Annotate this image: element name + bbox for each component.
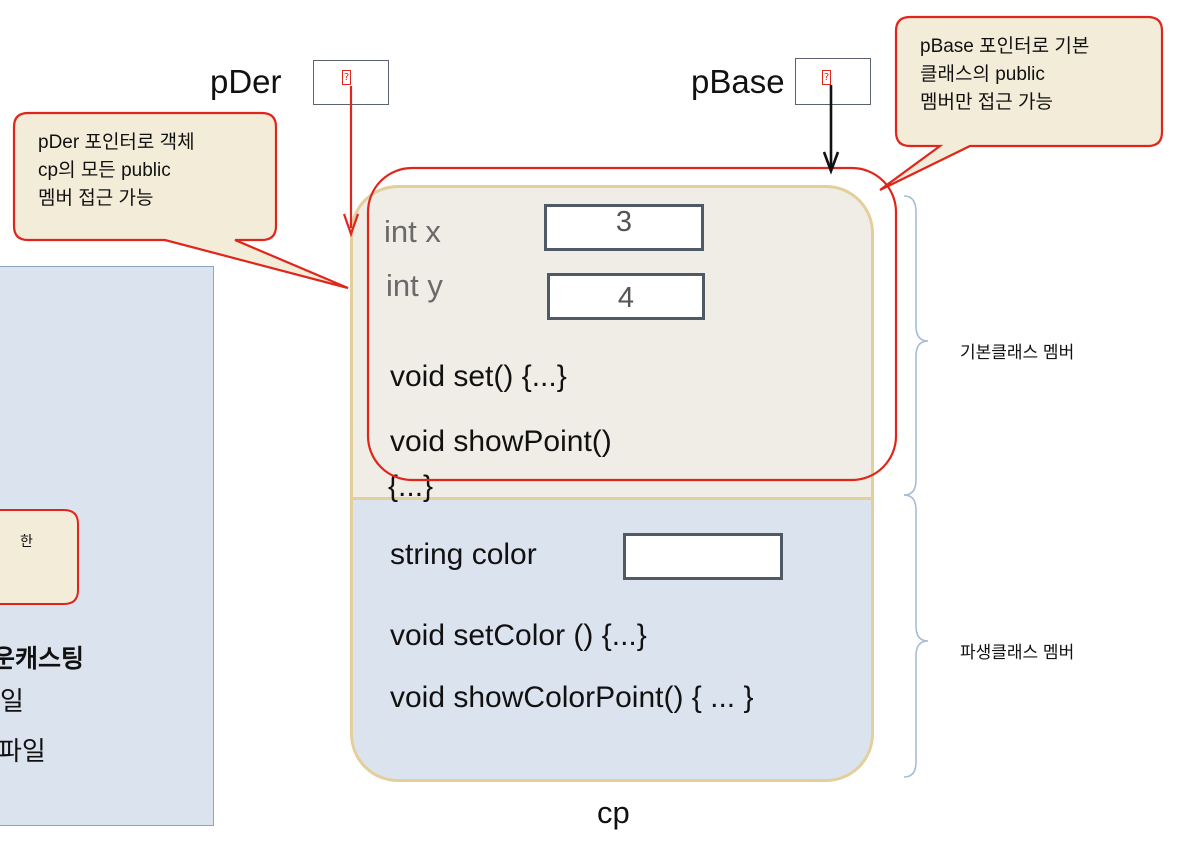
value-box-color xyxy=(623,533,783,580)
pder-callout-balloon xyxy=(12,111,349,290)
left-panel-line-1: 운캐스팅 xyxy=(0,645,85,673)
base-class-brace xyxy=(903,195,929,496)
pder-arrow-head xyxy=(342,213,360,238)
value-box-y: 4 xyxy=(547,273,705,320)
pbase-arrow-head xyxy=(822,151,840,175)
method-set: void set() {...} xyxy=(390,360,567,393)
field-int-x: int x xyxy=(384,214,441,249)
base-access-outline xyxy=(366,166,898,482)
left-partial-callout xyxy=(0,509,79,605)
pbase-callout-text: pBase 포인터로 기본 클래스의 public 멤버만 접근 가능 xyxy=(920,36,1090,113)
pbase-pointer-icon: ? xyxy=(822,70,831,85)
left-partial-callout-text: 한 xyxy=(20,533,33,549)
pbase-callout-balloon xyxy=(879,15,1164,191)
method-showcolorpoint: void showColorPoint() { ... } xyxy=(390,681,754,714)
value-box-x: 3 xyxy=(544,204,704,251)
pbase-pointer-box xyxy=(795,58,871,105)
left-panel-line-2: 일 xyxy=(0,686,24,716)
method-setcolor: void setColor () {...} xyxy=(390,619,647,652)
pder-callout-text: pDer 포인터로 객체 cp의 모든 public 멤버 접근 가능 xyxy=(38,132,195,209)
derived-class-section xyxy=(350,497,874,782)
pder-pointer-icon: ? xyxy=(342,70,351,85)
method-showpoint-body: {...} xyxy=(388,470,434,503)
derived-class-members-label: 파생클래스 멤버 xyxy=(960,643,1075,662)
left-panel-line-3: 파일 xyxy=(0,736,46,766)
field-string-color: string color xyxy=(390,538,537,571)
pder-label: pDer xyxy=(210,63,282,100)
method-showpoint: void showPoint() xyxy=(390,425,612,458)
base-class-members-label: 기본클래스 멤버 xyxy=(960,343,1075,362)
object-name-cp: cp xyxy=(597,795,630,830)
derived-class-brace xyxy=(903,494,929,778)
field-int-y: int y xyxy=(386,268,443,303)
pbase-label: pBase xyxy=(691,63,785,100)
